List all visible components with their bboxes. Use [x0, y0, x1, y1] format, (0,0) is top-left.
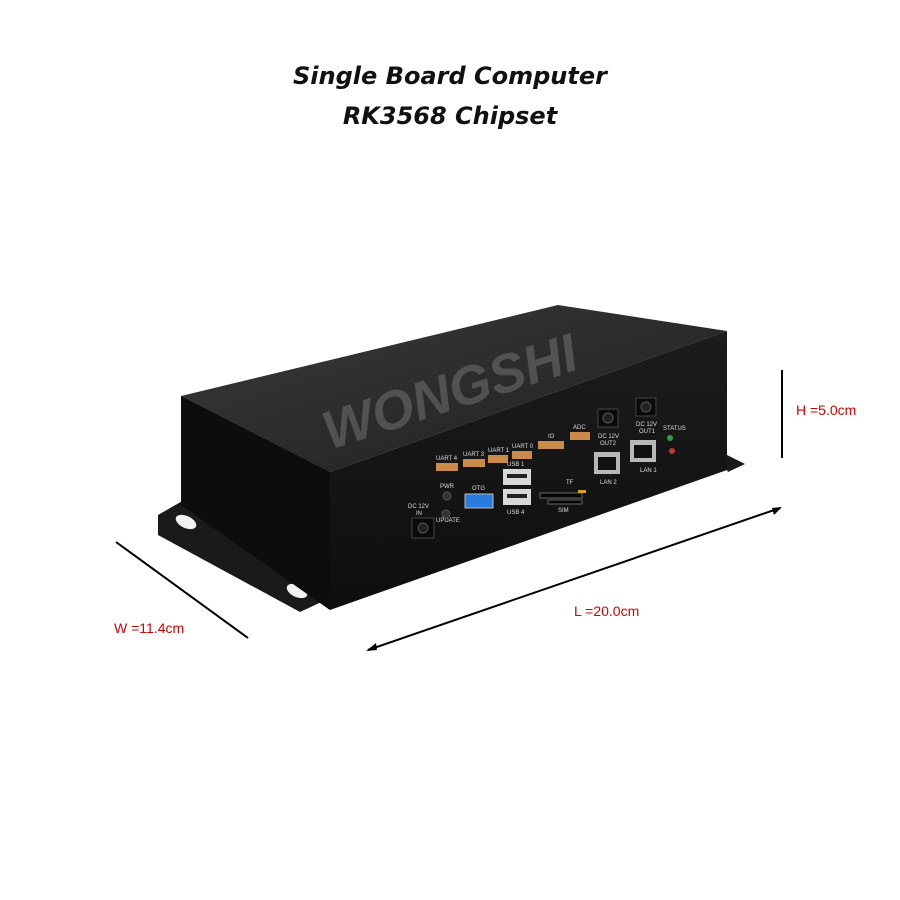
- label-uart4: UART 4: [436, 456, 458, 462]
- lan2-port: [594, 452, 620, 474]
- label-lan2: LAN 2: [600, 480, 617, 486]
- lan1-port: [630, 440, 656, 462]
- label-tf: TF: [566, 480, 574, 486]
- case-top: [181, 305, 727, 472]
- uart-headers: [436, 432, 590, 471]
- mounting-flange-right: [727, 455, 745, 472]
- label-dc-out1-2: OUT1: [639, 429, 656, 435]
- case-left-side: [181, 396, 330, 610]
- update-button: [441, 509, 451, 519]
- dc-in-jack: [411, 517, 435, 539]
- tf-sim-slot: [539, 490, 586, 505]
- product-subtitle: RK3568 Chipset: [342, 102, 558, 130]
- dc-out2-jack: [597, 408, 619, 428]
- status-led-green: [667, 435, 673, 441]
- length-dimension-label: L =20.0cm: [574, 603, 640, 619]
- label-sim: SIM: [558, 508, 569, 514]
- label-usb4: USB 4: [507, 510, 525, 516]
- label-adc: ADC: [573, 425, 586, 431]
- otg-port: [464, 493, 494, 509]
- dc-out1-jack: [635, 397, 657, 417]
- status-led-red: [669, 448, 675, 454]
- label-uart0: UART 0: [512, 444, 534, 450]
- label-usb1: USB 1: [507, 462, 525, 468]
- label-lan1: LAN 1: [640, 468, 657, 474]
- label-pwr: PWR: [440, 484, 455, 490]
- label-io: IO: [548, 434, 555, 440]
- product-title: Single Board Computer: [293, 62, 607, 90]
- label-dc-out2-2: OUT2: [600, 441, 617, 447]
- label-update: UPDATE: [436, 518, 460, 524]
- label-uart3: UART 3: [463, 452, 485, 458]
- label-dc-out2-1: DC 12V: [598, 434, 619, 440]
- width-dimension-label: W =11.4cm: [114, 620, 185, 636]
- dimension-lines: [115, 370, 783, 651]
- usb-ports: [503, 469, 531, 505]
- label-dc-out1-1: DC 12V: [636, 422, 657, 428]
- label-uart1: UART 1: [488, 448, 510, 454]
- pwr-button: [442, 491, 452, 501]
- height-dimension-label: H =5.0cm: [796, 402, 857, 418]
- label-status: STATUS: [663, 426, 686, 432]
- label-otg: OTG: [472, 486, 485, 492]
- arrow-length-right: [772, 507, 782, 515]
- label-dc-in-1: DC 12V: [408, 504, 429, 510]
- label-dc-in-2: IN: [416, 511, 422, 517]
- arrow-length-left: [366, 643, 377, 651]
